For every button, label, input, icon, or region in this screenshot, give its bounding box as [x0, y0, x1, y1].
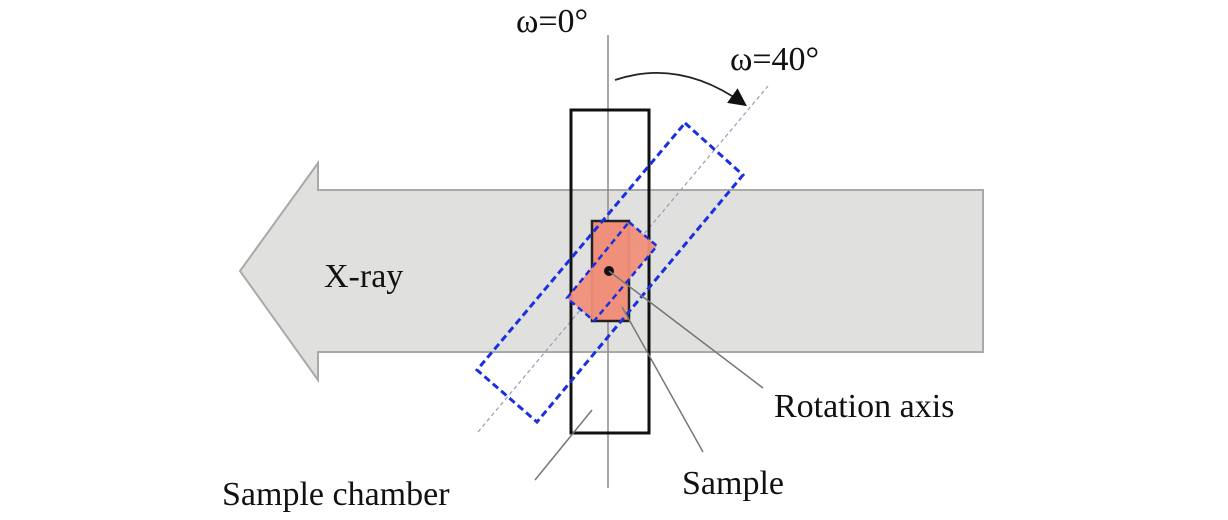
rotation-axis-leader — [608, 270, 764, 389]
rotation-arc-arrow — [614, 71, 747, 107]
rotation-axis-label: Rotation axis — [774, 388, 954, 425]
rotated-chamber-outline — [474, 120, 746, 425]
sample-chamber-rect — [569, 108, 651, 435]
sample-label: Sample — [682, 465, 784, 502]
xray-label: X-ray — [324, 258, 403, 295]
sample-leader — [621, 306, 704, 453]
omega-40-label: ω=40° — [730, 41, 819, 78]
sample-chamber-leader — [534, 409, 593, 481]
rotated-sample-outline — [565, 221, 659, 323]
omega-0-label: ω=0° — [516, 3, 588, 40]
sample-chamber-label: Sample chamber — [222, 476, 450, 513]
